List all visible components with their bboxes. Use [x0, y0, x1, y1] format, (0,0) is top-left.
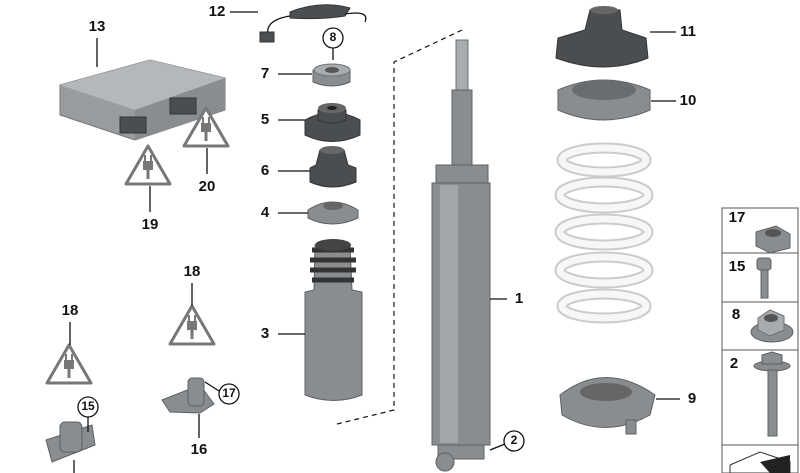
- protection-cap-4[interactable]: [307, 201, 359, 225]
- hex-nut-icon: [755, 225, 791, 254]
- callout-15: 15: [81, 399, 95, 413]
- callout-19: 19: [142, 216, 159, 233]
- callout-11: 11: [680, 23, 696, 40]
- washer-7[interactable]: [312, 63, 351, 87]
- callout-12: 12: [209, 3, 226, 20]
- callout-5: 5: [261, 111, 269, 128]
- warning-connector-icon-18-left: [45, 343, 93, 385]
- fastener-panel-item[interactable]: 8: [732, 306, 794, 343]
- control-unit-13[interactable]: [59, 59, 226, 141]
- hex-flange-bolt-icon: [753, 351, 791, 437]
- callout-6: 6: [261, 162, 269, 179]
- callout-17: 17: [222, 386, 236, 400]
- warning-connector-icon-18-right: [168, 304, 216, 346]
- callout-1: 1: [515, 290, 523, 307]
- callout-18-right: 18: [184, 263, 201, 280]
- callout-20: 20: [199, 178, 216, 195]
- support-bearing-5[interactable]: [304, 103, 361, 142]
- sensor-12[interactable]: [259, 4, 367, 43]
- spring-pad-upper-11[interactable]: [555, 6, 649, 68]
- callout-7: 7: [261, 65, 269, 82]
- fastener-panel-item[interactable]: 17: [729, 209, 791, 254]
- assembly-guide-line: [332, 29, 463, 426]
- shock-absorber-1[interactable]: [431, 39, 491, 472]
- fastener-label: 17: [729, 209, 746, 226]
- callout-9: 9: [688, 390, 696, 407]
- spring-seat-9[interactable]: [559, 377, 656, 435]
- mount-bracket-right[interactable]: [161, 377, 215, 414]
- callout-18-left: 18: [62, 302, 79, 319]
- callout-16: 16: [191, 441, 208, 458]
- mount-bracket-left[interactable]: [45, 421, 96, 463]
- spring-pad-lower-10[interactable]: [557, 79, 651, 121]
- socket-head-bolt-icon: [756, 257, 772, 299]
- fastener-label: 2: [730, 355, 738, 372]
- warning-connector-icon-19: [124, 144, 172, 186]
- callout-3: 3: [261, 325, 269, 342]
- fastener-label: 15: [729, 258, 746, 275]
- fastener-panel: 17 15 8 2: [721, 207, 799, 473]
- callout-13: 13: [89, 18, 106, 35]
- callout-2: 2: [511, 433, 518, 447]
- fastener-panel-item[interactable]: 2: [730, 351, 791, 437]
- fastener-label: 8: [732, 306, 740, 323]
- flange-nut-icon: [750, 309, 794, 343]
- callout-10: 10: [680, 92, 697, 109]
- dust-cover-3[interactable]: [304, 239, 363, 401]
- fastener-panel-item[interactable]: 15: [729, 257, 772, 299]
- rubber-mount-6[interactable]: [309, 146, 357, 188]
- callout-4: 4: [261, 204, 270, 221]
- callout-8: 8: [330, 30, 337, 44]
